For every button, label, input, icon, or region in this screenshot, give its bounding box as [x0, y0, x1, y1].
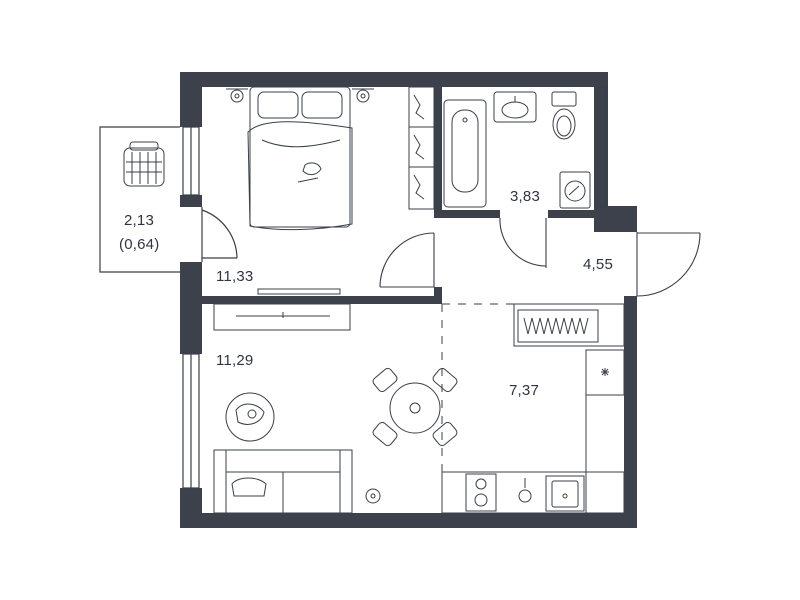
nightstand-lamps: [226, 88, 374, 103]
entrance-door-icon: [636, 232, 701, 297]
bedroom-area: 11,33: [216, 268, 254, 285]
laundry-basket-icon: [123, 141, 165, 187]
bathroom-area: 3,83: [510, 188, 540, 205]
kitchen-area: 7,37: [509, 382, 539, 399]
sink-icon: [493, 91, 537, 123]
floor-lamp-icon: [365, 488, 381, 504]
fridge-icon: [585, 349, 625, 396]
bathtub-icon: [443, 99, 487, 208]
door-icon: [499, 217, 547, 268]
sofa-icon: [213, 449, 353, 514]
balcony-sub-area: (0,64): [119, 236, 160, 253]
balcony: [99, 126, 238, 273]
wardrobe-icon: [408, 86, 435, 210]
kitchen-sink-icon: [518, 475, 585, 512]
hall-wardrobe-icon: [513, 303, 625, 347]
washing-machine-icon: [559, 171, 591, 209]
rug-icon: [225, 392, 275, 442]
kitchen-counter: [441, 394, 625, 514]
zone-divider: [441, 303, 514, 513]
door-icon: [379, 232, 435, 288]
toilet-icon: [551, 91, 577, 140]
stove-icon: [465, 473, 497, 512]
balcony-area: 2,13: [124, 212, 154, 229]
tv-stand-icon: [213, 303, 351, 331]
hallway-area: 4,55: [583, 256, 613, 273]
tv-icon: [257, 288, 341, 295]
dining-table-icon: [372, 367, 458, 447]
windows: [182, 86, 607, 489]
living-room-area: 11,29: [216, 352, 254, 369]
bed-icon: [247, 86, 353, 231]
